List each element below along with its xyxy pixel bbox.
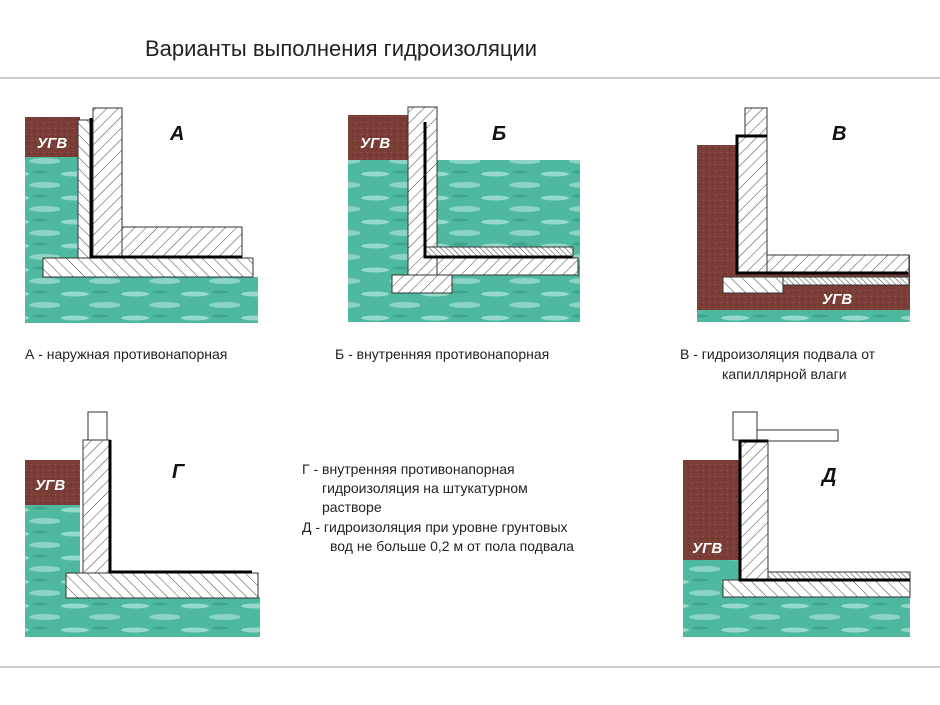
upper-wall [87,411,108,441]
variant-letter: Г [172,461,186,483]
groundwater [25,597,260,637]
ugv-label: УГВ [360,135,390,152]
note-d-line1: Д - гидроизоляция при уровне грунтовых [302,519,568,535]
caption-b: Б - внутренняя противонапорная [335,346,549,362]
caption-v-line1: В - гидроизоляция подвала от [680,346,876,362]
variant-a-diagram: УГВ А [25,107,258,323]
ugv-label: УГВ [35,477,65,494]
note-g-line2: гидроизоляция на штукатурном [322,480,528,496]
basement-space [767,145,910,255]
preparation-layer [782,276,910,286]
notes: Г - внутренняя противонапорная гидроизол… [302,461,574,554]
basement-wall [739,439,769,581]
waterproofing-layer [89,118,242,259]
variant-letter: В [832,123,846,145]
ugv-label: УГВ [822,291,852,308]
caption-a: А - наружная противонапорная [25,346,227,362]
note-d-line2: вод не больше 0,2 м от пола подвала [330,538,574,554]
variant-v-diagram: УГВ В [697,107,910,322]
variant-letter: А [169,123,184,145]
groundwater [683,597,910,637]
basement-slab [65,572,259,599]
footing [722,276,784,294]
ground-floor-slab [756,429,839,442]
waterproofing-layer [738,439,910,582]
variant-b-diagram: УГВ Б [348,106,580,322]
soil-layer [25,460,80,505]
variant-g-diagram: УГВ Г [25,411,260,637]
ugv-label: УГВ [692,540,722,557]
page-title: Варианты выполнения гидроизоляции [145,36,537,61]
basement-wall [92,107,123,258]
basement-floor [766,254,910,274]
basement-slab [722,579,911,598]
basement-floor [436,257,579,276]
groundwater [348,160,580,322]
footing [391,274,453,294]
basement-floor [121,226,243,258]
waterproofing-layer [735,134,908,275]
variant-letter: Д [820,465,836,487]
caption-v-line2: капиллярной влаги [722,366,847,382]
note-g-line1: Г - внутренняя противонапорная [302,461,515,477]
footing [42,257,254,278]
protective-wall [77,119,92,259]
basement-wall [736,134,768,274]
soil-layer [683,460,740,560]
waterproofing-layer [423,122,572,259]
basement-wall [82,439,111,574]
note-g-line3: растворе [322,499,382,515]
upper-wall [732,411,758,441]
ugv-label: УГВ [37,135,67,152]
variant-letter: Б [492,123,506,145]
variant-d-diagram: УГВ Д [683,411,911,637]
upper-wall [744,107,768,136]
groundwater [697,310,910,322]
groundwater [25,277,258,323]
waterproofing-layer [108,440,252,574]
soil-layer [348,115,408,160]
soil-layer [25,117,80,157]
groundwater [25,157,80,277]
